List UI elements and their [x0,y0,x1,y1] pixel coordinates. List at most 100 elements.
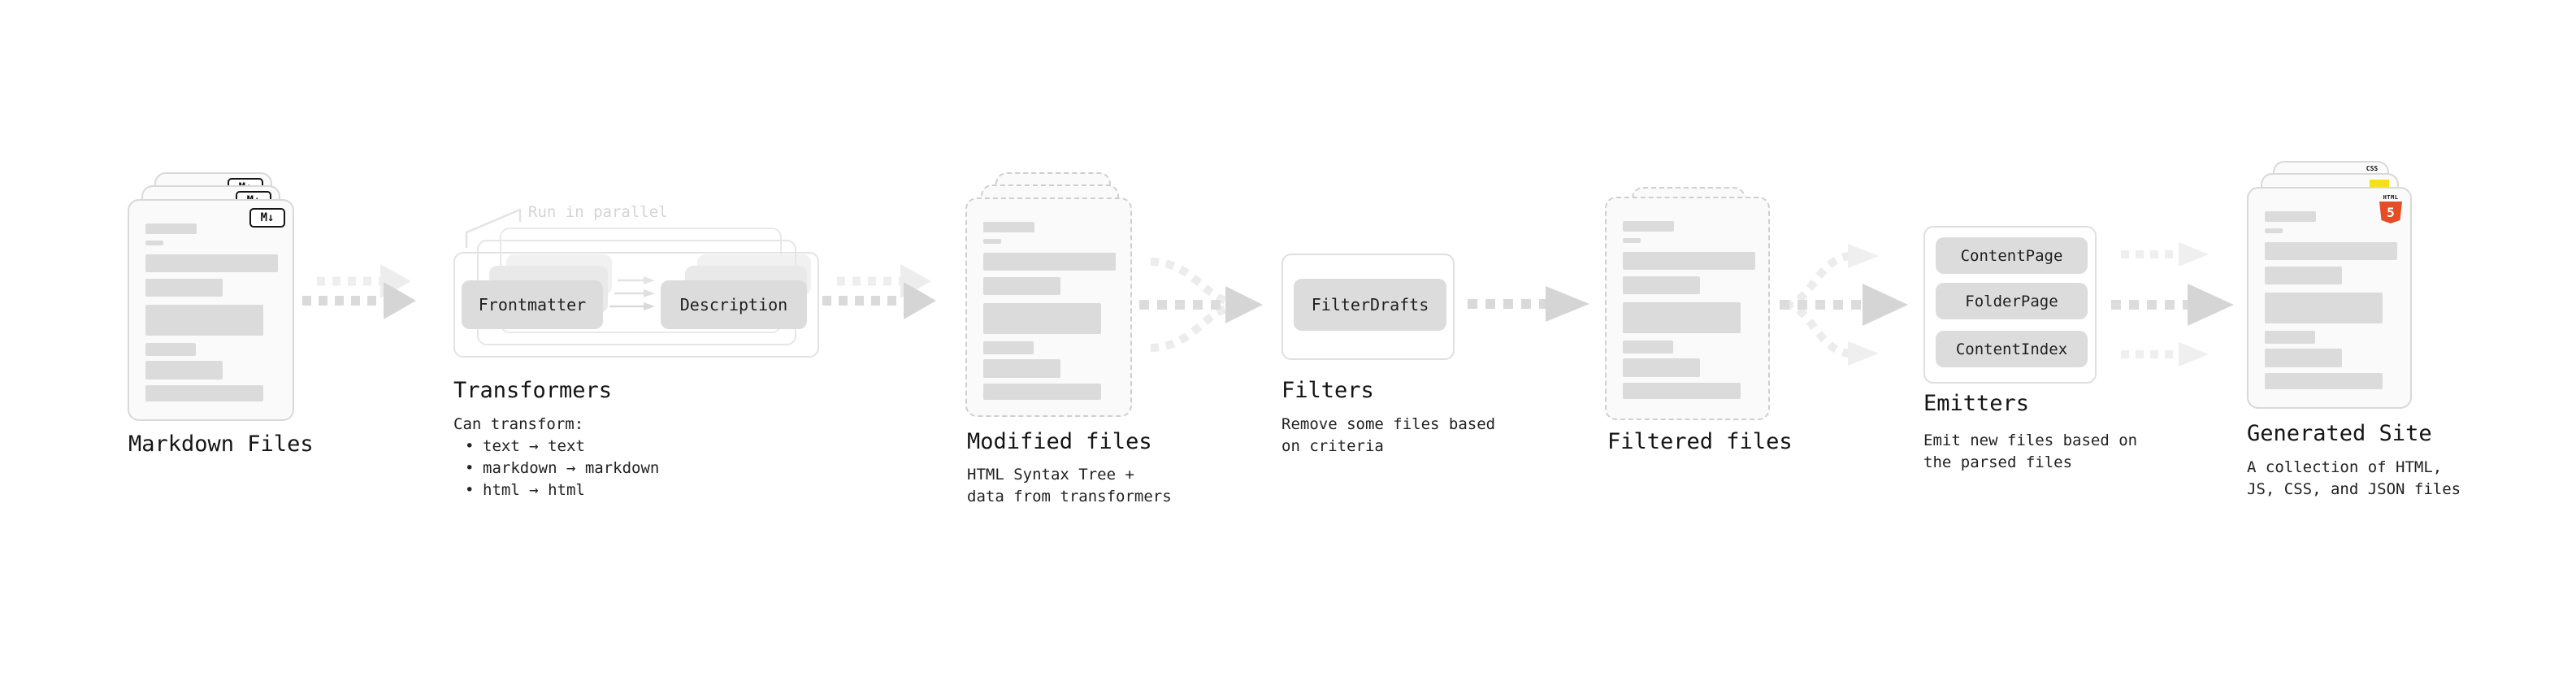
text-line-placeholder [983,341,1034,354]
generated-site-label: Generated Site [2247,421,2432,446]
text-line-placeholder [145,241,163,245]
parallel-note-leader-line [465,208,522,249]
text-line-placeholder [983,239,1001,244]
markdown-files-stack: M↓ M↓ M↓ [126,171,298,424]
text-line-placeholder [1623,358,1700,377]
transformer-chip-description: Description [661,280,807,329]
filtered-files-stack [1603,185,1772,423]
flow-arrow-modified-to-filters-merge [1139,258,1263,352]
text-line-placeholder [1623,302,1741,333]
emitters-label: Emitters [1923,391,2030,416]
description-line: HTML Syntax Tree + [967,466,1134,484]
text-line-placeholder [1623,383,1741,399]
emitters-description: Emit new files based on the parsed files [1923,430,2137,474]
text-line-placeholder [983,303,1101,334]
bullet-dot: • [465,459,475,477]
description-line: A collection of HTML, [2247,458,2443,476]
text-line-placeholder [983,384,1101,400]
flow-arrow-filtered-to-emitters-fanout [1780,244,1908,366]
text-line-placeholder [1623,276,1700,294]
text-line-placeholder [1623,238,1641,243]
emitter-chip-contentindex: ContentIndex [1936,331,2088,367]
transformers-stack: Frontmatter Description [453,226,821,361]
transform-bullet: • text → text [453,436,659,458]
flow-arrow-emitters-to-site-triple [2111,242,2234,367]
text-line-placeholder [1623,252,1755,270]
emitters-box: ContentPage FolderPage ContentIndex [1923,226,2097,384]
markdown-files-label: Markdown Files [128,432,314,457]
filter-chip-filterdrafts: FilterDrafts [1294,279,1446,331]
flow-arrow-filters-to-filtered [1468,286,1589,322]
text-line-placeholder [983,359,1060,378]
filters-description: Remove some files based on criteria [1281,414,1495,458]
text-line-placeholder [2265,349,2342,367]
flow-arrow-transformers-to-modified [822,264,936,319]
text-line-placeholder [145,305,263,336]
bullet-text: html → html [483,481,585,499]
transformers-label: Transformers [453,378,613,403]
description-line: the parsed files [1923,453,2073,471]
description-line: JS, CSS, and JSON files [2247,480,2461,498]
bullet-dot: • [465,437,475,455]
text-line-placeholder [145,385,263,401]
chip-label: FilterDrafts [1311,295,1429,314]
text-line-placeholder [2265,211,2316,222]
text-line-placeholder [2265,228,2283,233]
text-line-placeholder [145,279,223,297]
generated-site-stack: CSS HTML 5 [2244,159,2417,413]
filters-label: Filters [1281,378,1374,403]
modified-files-label: Modified files [967,429,1152,454]
css-icon-label: CSS [2366,165,2379,172]
markdown-file-card-front: M↓ [128,199,294,421]
transform-bullet: •html → html [453,479,659,501]
text-line-placeholder [983,253,1116,271]
html5-icon-number: 5 [2387,205,2395,220]
markdown-icon: M↓ [249,208,285,228]
bullet-text: text → text [483,437,585,455]
chip-label: FolderPage [1965,292,2058,310]
modified-file-card-front [965,197,1132,417]
emitter-chip-folderpage: FolderPage [1936,283,2088,319]
filters-box: FilterDrafts [1281,254,1455,360]
can-transform-line: Can transform: [453,415,584,433]
parallel-run-arrows-icon [609,276,655,310]
bullet-text: markdown → markdown [483,459,660,477]
text-line-placeholder [2265,242,2397,260]
text-line-placeholder [2265,293,2383,323]
filtered-file-card-front [1605,197,1770,420]
chip-label: ContentPage [1960,246,2063,265]
text-line-placeholder [983,277,1060,295]
markdown-icon-label: M↓ [260,211,275,224]
transformer-layer-front [453,252,819,358]
chip-label: ContentIndex [1955,340,2068,358]
transformer-chip-frontmatter: Frontmatter [462,280,603,329]
text-line-placeholder [2265,331,2315,344]
text-line-placeholder [145,343,196,356]
modified-files-stack [964,171,1136,419]
filtered-files-label: Filtered files [1607,429,1793,454]
text-line-placeholder [983,222,1034,232]
text-line-placeholder [145,254,278,272]
chip-label: Frontmatter [478,295,587,314]
text-line-placeholder [145,223,197,234]
modified-files-description: HTML Syntax Tree + data from transformer… [967,464,1172,508]
text-line-placeholder [2265,267,2342,284]
html5-icon-word: HTML [2383,194,2399,201]
description-line: data from transformers [967,488,1172,505]
description-line: Remove some files based [1281,415,1496,433]
description-line: on criteria [1281,437,1384,455]
site-file-card-html: HTML 5 [2247,187,2412,409]
transformers-description: Can transform: • text → text • markdown → … [453,414,659,501]
run-in-parallel-note: Run in parallel [528,203,668,221]
html5-icon-shield: 5 [2379,202,2402,223]
flow-arrow-markdown-to-transformers [302,264,416,319]
description-line: Emit new files based on [1923,432,2138,449]
text-line-placeholder [1623,221,1674,232]
generated-site-description: A collection of HTML, JS, CSS, and JSON … [2247,457,2461,501]
js-icon [2370,180,2389,189]
html5-icon: HTML 5 [2379,194,2402,223]
text-line-placeholder [2265,373,2383,389]
emitter-chip-contentpage: ContentPage [1936,237,2088,274]
text-line-placeholder [145,361,223,380]
